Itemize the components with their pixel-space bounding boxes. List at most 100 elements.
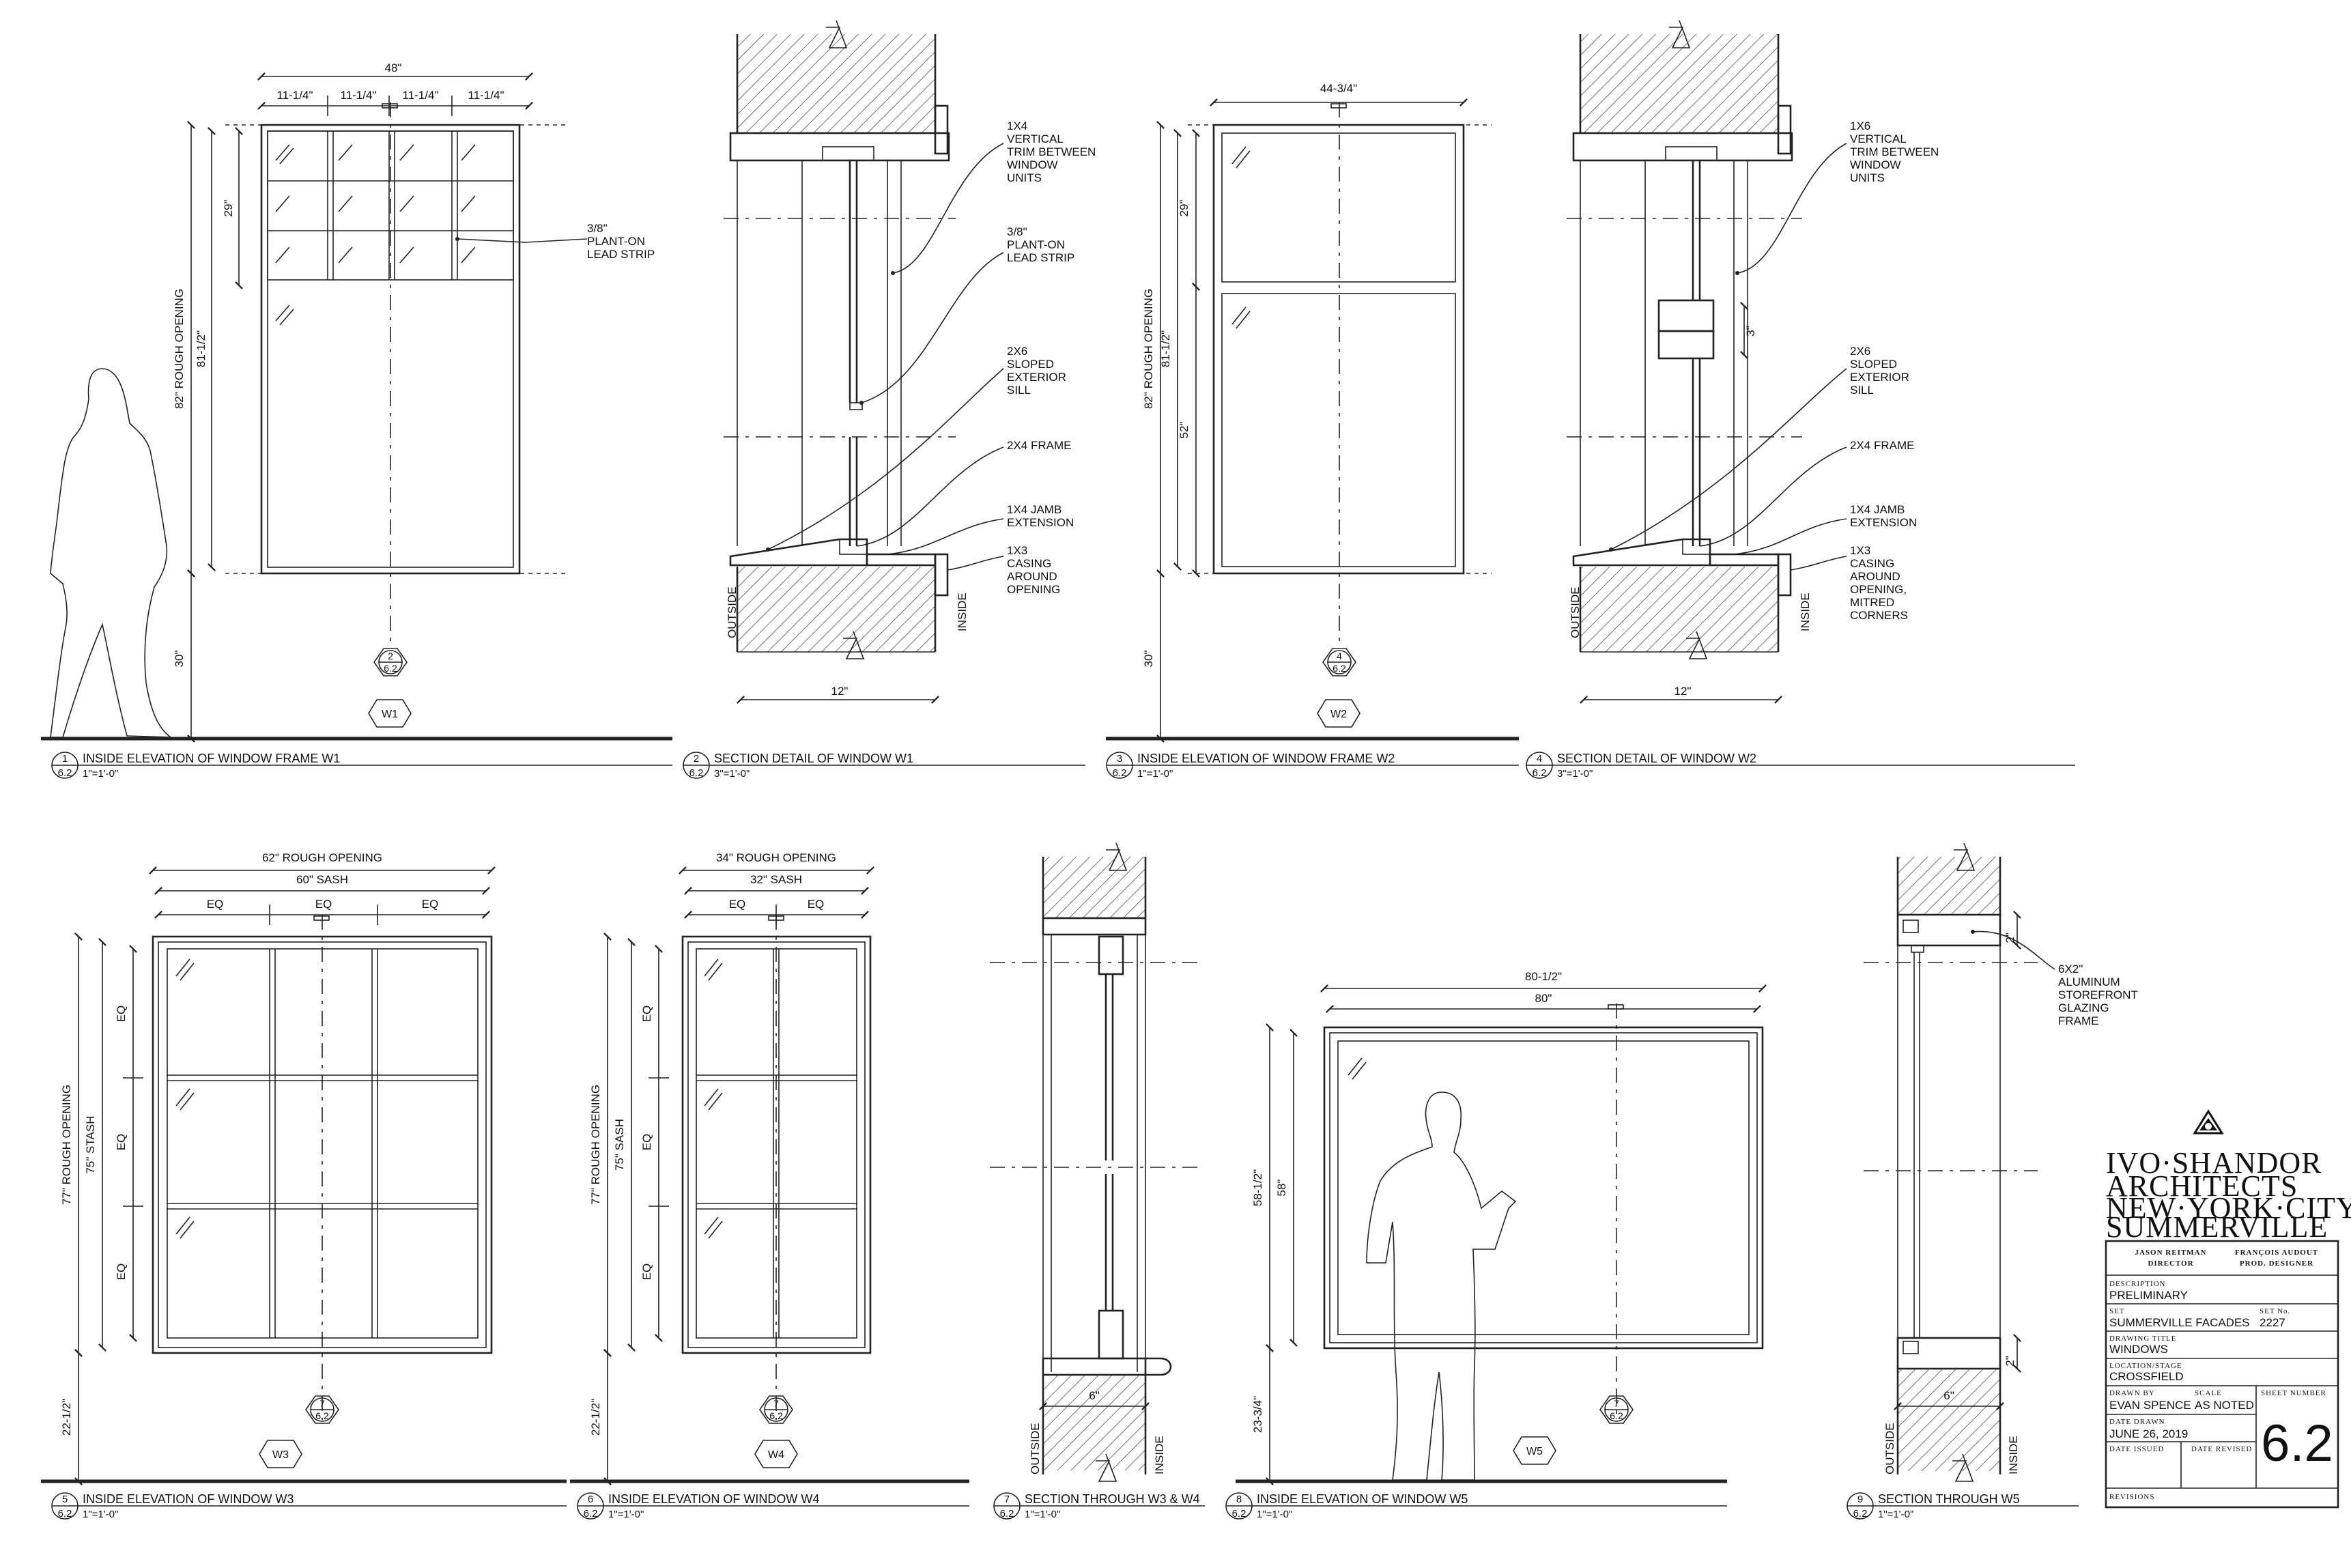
w3-eq-h3: EQ bbox=[422, 898, 439, 911]
sheet-number-label: SHEET NUMBER bbox=[2261, 1389, 2326, 1397]
w1-pane-dim-2: 11-1/4" bbox=[341, 89, 377, 102]
person-1-name: JASON REITMAN bbox=[2135, 1249, 2207, 1257]
location-value: CROSSFIELD bbox=[2109, 1370, 2184, 1383]
detail-scale: 1"=1'-0" bbox=[608, 1509, 644, 1520]
set-value: SUMMERVILLE FACADES bbox=[2109, 1316, 2250, 1329]
detail-title-text: INSIDE ELEVATION OF WINDOW W5 bbox=[1257, 1492, 1468, 1506]
window-tag-w2: W2 bbox=[1317, 699, 1360, 728]
w3-eq-h1: EQ bbox=[207, 898, 224, 911]
detail-title-6: 6 6.2 INSIDE ELEVATION OF WINDOW W4 1"=1'-0… bbox=[577, 1492, 969, 1520]
w3-eq-v1: EQ bbox=[115, 1006, 128, 1023]
detail-number: 8 bbox=[1236, 1494, 1242, 1505]
w5-vsash-dim: 58" bbox=[1275, 1180, 1288, 1197]
set-number-label: SET No. bbox=[2260, 1307, 2290, 1315]
w2-upper-dim: 29" bbox=[1178, 200, 1191, 217]
human-figure-with-document bbox=[1366, 1092, 1517, 1481]
detail-scale: 1"=1'-0" bbox=[83, 1509, 118, 1520]
set-number-value: 2227 bbox=[2260, 1316, 2285, 1329]
svg-text:6.2: 6.2 bbox=[384, 663, 397, 674]
w4-eq-v1: EQ bbox=[640, 1006, 653, 1023]
svg-text:W2: W2 bbox=[1330, 709, 1347, 720]
s4-gap-dim: 3" bbox=[1744, 326, 1757, 337]
w1-pane-dim-1: 11-1/4" bbox=[277, 89, 313, 102]
window-tag-w4: W4 bbox=[754, 1440, 798, 1468]
section-callout-7b: 7 6.2 bbox=[759, 1395, 793, 1424]
detail-number: 5 bbox=[62, 1494, 68, 1505]
s9-bottom-dim: 2" bbox=[2004, 1356, 2017, 1367]
w1-width-dim: 48" bbox=[385, 61, 402, 74]
detail-sheet-ref: 6.2 bbox=[1113, 767, 1127, 779]
detail-scale: 1"=1'-0" bbox=[1878, 1509, 1913, 1520]
s4-outside-label: OUTSIDE bbox=[1569, 586, 1582, 638]
drawing-title-value: WINDOWS bbox=[2109, 1343, 2168, 1356]
detail-scale: 1"=1'-0" bbox=[83, 768, 118, 780]
human-figure-silhouette bbox=[50, 368, 173, 738]
w1-pane-dim-4: 11-1/4" bbox=[468, 89, 504, 102]
w2-rough-dim: 82" ROUGH OPENING bbox=[1142, 289, 1155, 409]
s9-inside-label: INSIDE bbox=[2007, 1436, 2020, 1474]
w3-eq-v3: EQ bbox=[115, 1264, 128, 1281]
w3-rough-dim: 62" ROUGH OPENING bbox=[262, 851, 382, 864]
detail-number: 6 bbox=[588, 1494, 593, 1505]
w3-vsash-dim: 75" STASH bbox=[84, 1115, 97, 1173]
detail-scale: 3"=1'-0" bbox=[714, 768, 750, 780]
set-label: SET bbox=[2109, 1307, 2125, 1315]
w2-lower-dim: 52" bbox=[1178, 422, 1191, 439]
detail-number: 4 bbox=[1537, 753, 1542, 765]
detail-scale: 3"=1'-0" bbox=[1557, 768, 1593, 780]
section-callout-7: 7 6.2 bbox=[305, 1395, 339, 1424]
person-2-role: PROD. DESIGNER bbox=[2240, 1259, 2313, 1268]
detail-sheet-ref: 6.2 bbox=[58, 767, 72, 779]
date-drawn-value: JUNE 26, 2019 bbox=[2109, 1427, 2188, 1440]
w5-sash-dim: 80" bbox=[1535, 992, 1552, 1005]
drawn-by-label: DRAWN BY bbox=[2109, 1389, 2155, 1397]
svg-text:W5: W5 bbox=[1526, 1446, 1543, 1457]
s4-inside-label: INSIDE bbox=[1799, 593, 1812, 631]
svg-text:7: 7 bbox=[773, 1398, 779, 1409]
detail-scale: 1"=1'-0" bbox=[1025, 1509, 1060, 1520]
w3-eq-h2: EQ bbox=[315, 898, 332, 911]
revisions-label: REVISIONS bbox=[2109, 1493, 2154, 1501]
detail-title-text: INSIDE ELEVATION OF WINDOW W4 bbox=[608, 1492, 819, 1506]
detail-sheet-ref: 6.2 bbox=[1853, 1508, 1868, 1520]
detail-number: 2 bbox=[694, 753, 699, 765]
w3-sash-dim: 60" SASH bbox=[296, 873, 348, 886]
detail-title-text: INSIDE ELEVATION OF WINDOW FRAME W1 bbox=[83, 752, 340, 765]
w4-eq-v2: EQ bbox=[640, 1134, 653, 1151]
sheet-number-value: 6.2 bbox=[2261, 1414, 2333, 1472]
window-tag-w5: W5 bbox=[1513, 1436, 1556, 1465]
w4-sill-dim: 22-1/2" bbox=[589, 1399, 602, 1436]
detail-sheet-ref: 6.2 bbox=[584, 1508, 598, 1520]
w1-pane-dim-3: 11-1/4" bbox=[403, 89, 439, 102]
detail-number: 7 bbox=[1004, 1494, 1010, 1505]
svg-text:2: 2 bbox=[388, 651, 393, 661]
w3-sill-dim: 22-1/2" bbox=[60, 1399, 73, 1436]
detail-sheet-ref: 6.2 bbox=[1000, 1508, 1014, 1520]
w5-vrough-dim: 58-1/2" bbox=[1251, 1169, 1264, 1206]
w2-width-dim: 44-3/4" bbox=[1320, 82, 1357, 95]
detail-3-w2-elevation: 44-3/4" 82" ROUGH OPENING 81-1/2" 29" 52… bbox=[1106, 82, 1519, 743]
window-tag-w3: W3 bbox=[259, 1440, 302, 1468]
w1-frame-dim: 81-1/2" bbox=[195, 330, 208, 367]
s9-depth-dim: 6" bbox=[1943, 1389, 1954, 1402]
detail-title-text: INSIDE ELEVATION OF WINDOW FRAME W2 bbox=[1137, 752, 1395, 765]
location-label: LOCATION/STAGE bbox=[2109, 1362, 2182, 1370]
detail-sheet-ref: 6.2 bbox=[1232, 1508, 1246, 1520]
s4-depth-dim: 12" bbox=[1675, 685, 1692, 698]
w2-frame-dim: 81-1/2" bbox=[1159, 330, 1172, 367]
date-revised-label: DATE REVISED bbox=[2191, 1445, 2252, 1453]
